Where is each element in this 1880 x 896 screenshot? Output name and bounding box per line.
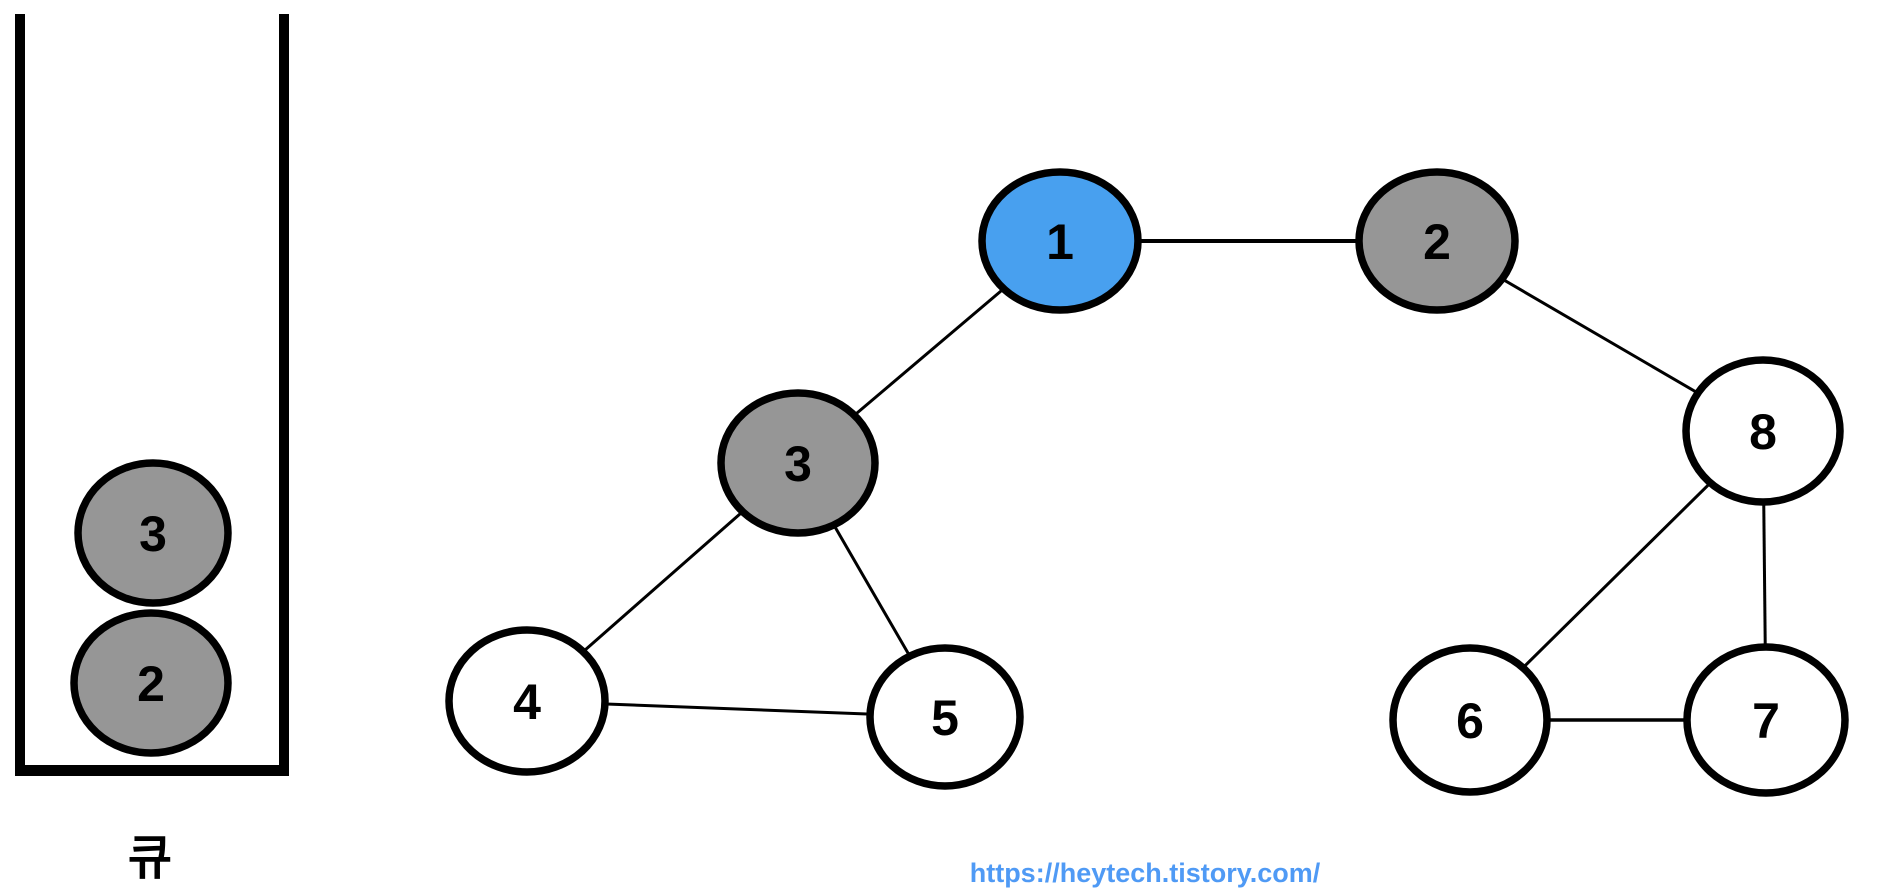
graph-node-1-label: 1 (1046, 214, 1074, 270)
graph-node-2-label: 2 (1423, 214, 1451, 270)
queue-item-2-circle (70, 609, 232, 757)
graph-node-4-label: 4 (513, 674, 541, 730)
graph-node-5-circle (866, 644, 1024, 790)
graph-node-7-label: 7 (1752, 693, 1780, 749)
graph-node-1-circle (978, 168, 1142, 314)
graph-node-6-label: 6 (1456, 693, 1484, 749)
queue-item-3-circle (74, 459, 232, 607)
graph-node-3-circle (717, 389, 879, 537)
queue-container (15, 14, 289, 776)
queue-label: 큐 (127, 832, 173, 885)
queue-item-3-label: 3 (139, 506, 167, 562)
graph-node-5-label: 5 (931, 690, 959, 746)
graph-node-6-circle (1389, 644, 1551, 796)
graph-node-3-label: 3 (784, 436, 812, 492)
queue-item-2-label: 2 (137, 656, 165, 712)
graph-node-8-label: 8 (1749, 404, 1777, 460)
footer-url: https://heytech.tistory.com/ (969, 858, 1321, 888)
graph-node-4-circle (445, 626, 609, 776)
graph-node-7-circle (1683, 643, 1849, 797)
graph-node-2-circle (1355, 168, 1519, 314)
graph-node-8-circle (1682, 356, 1844, 506)
